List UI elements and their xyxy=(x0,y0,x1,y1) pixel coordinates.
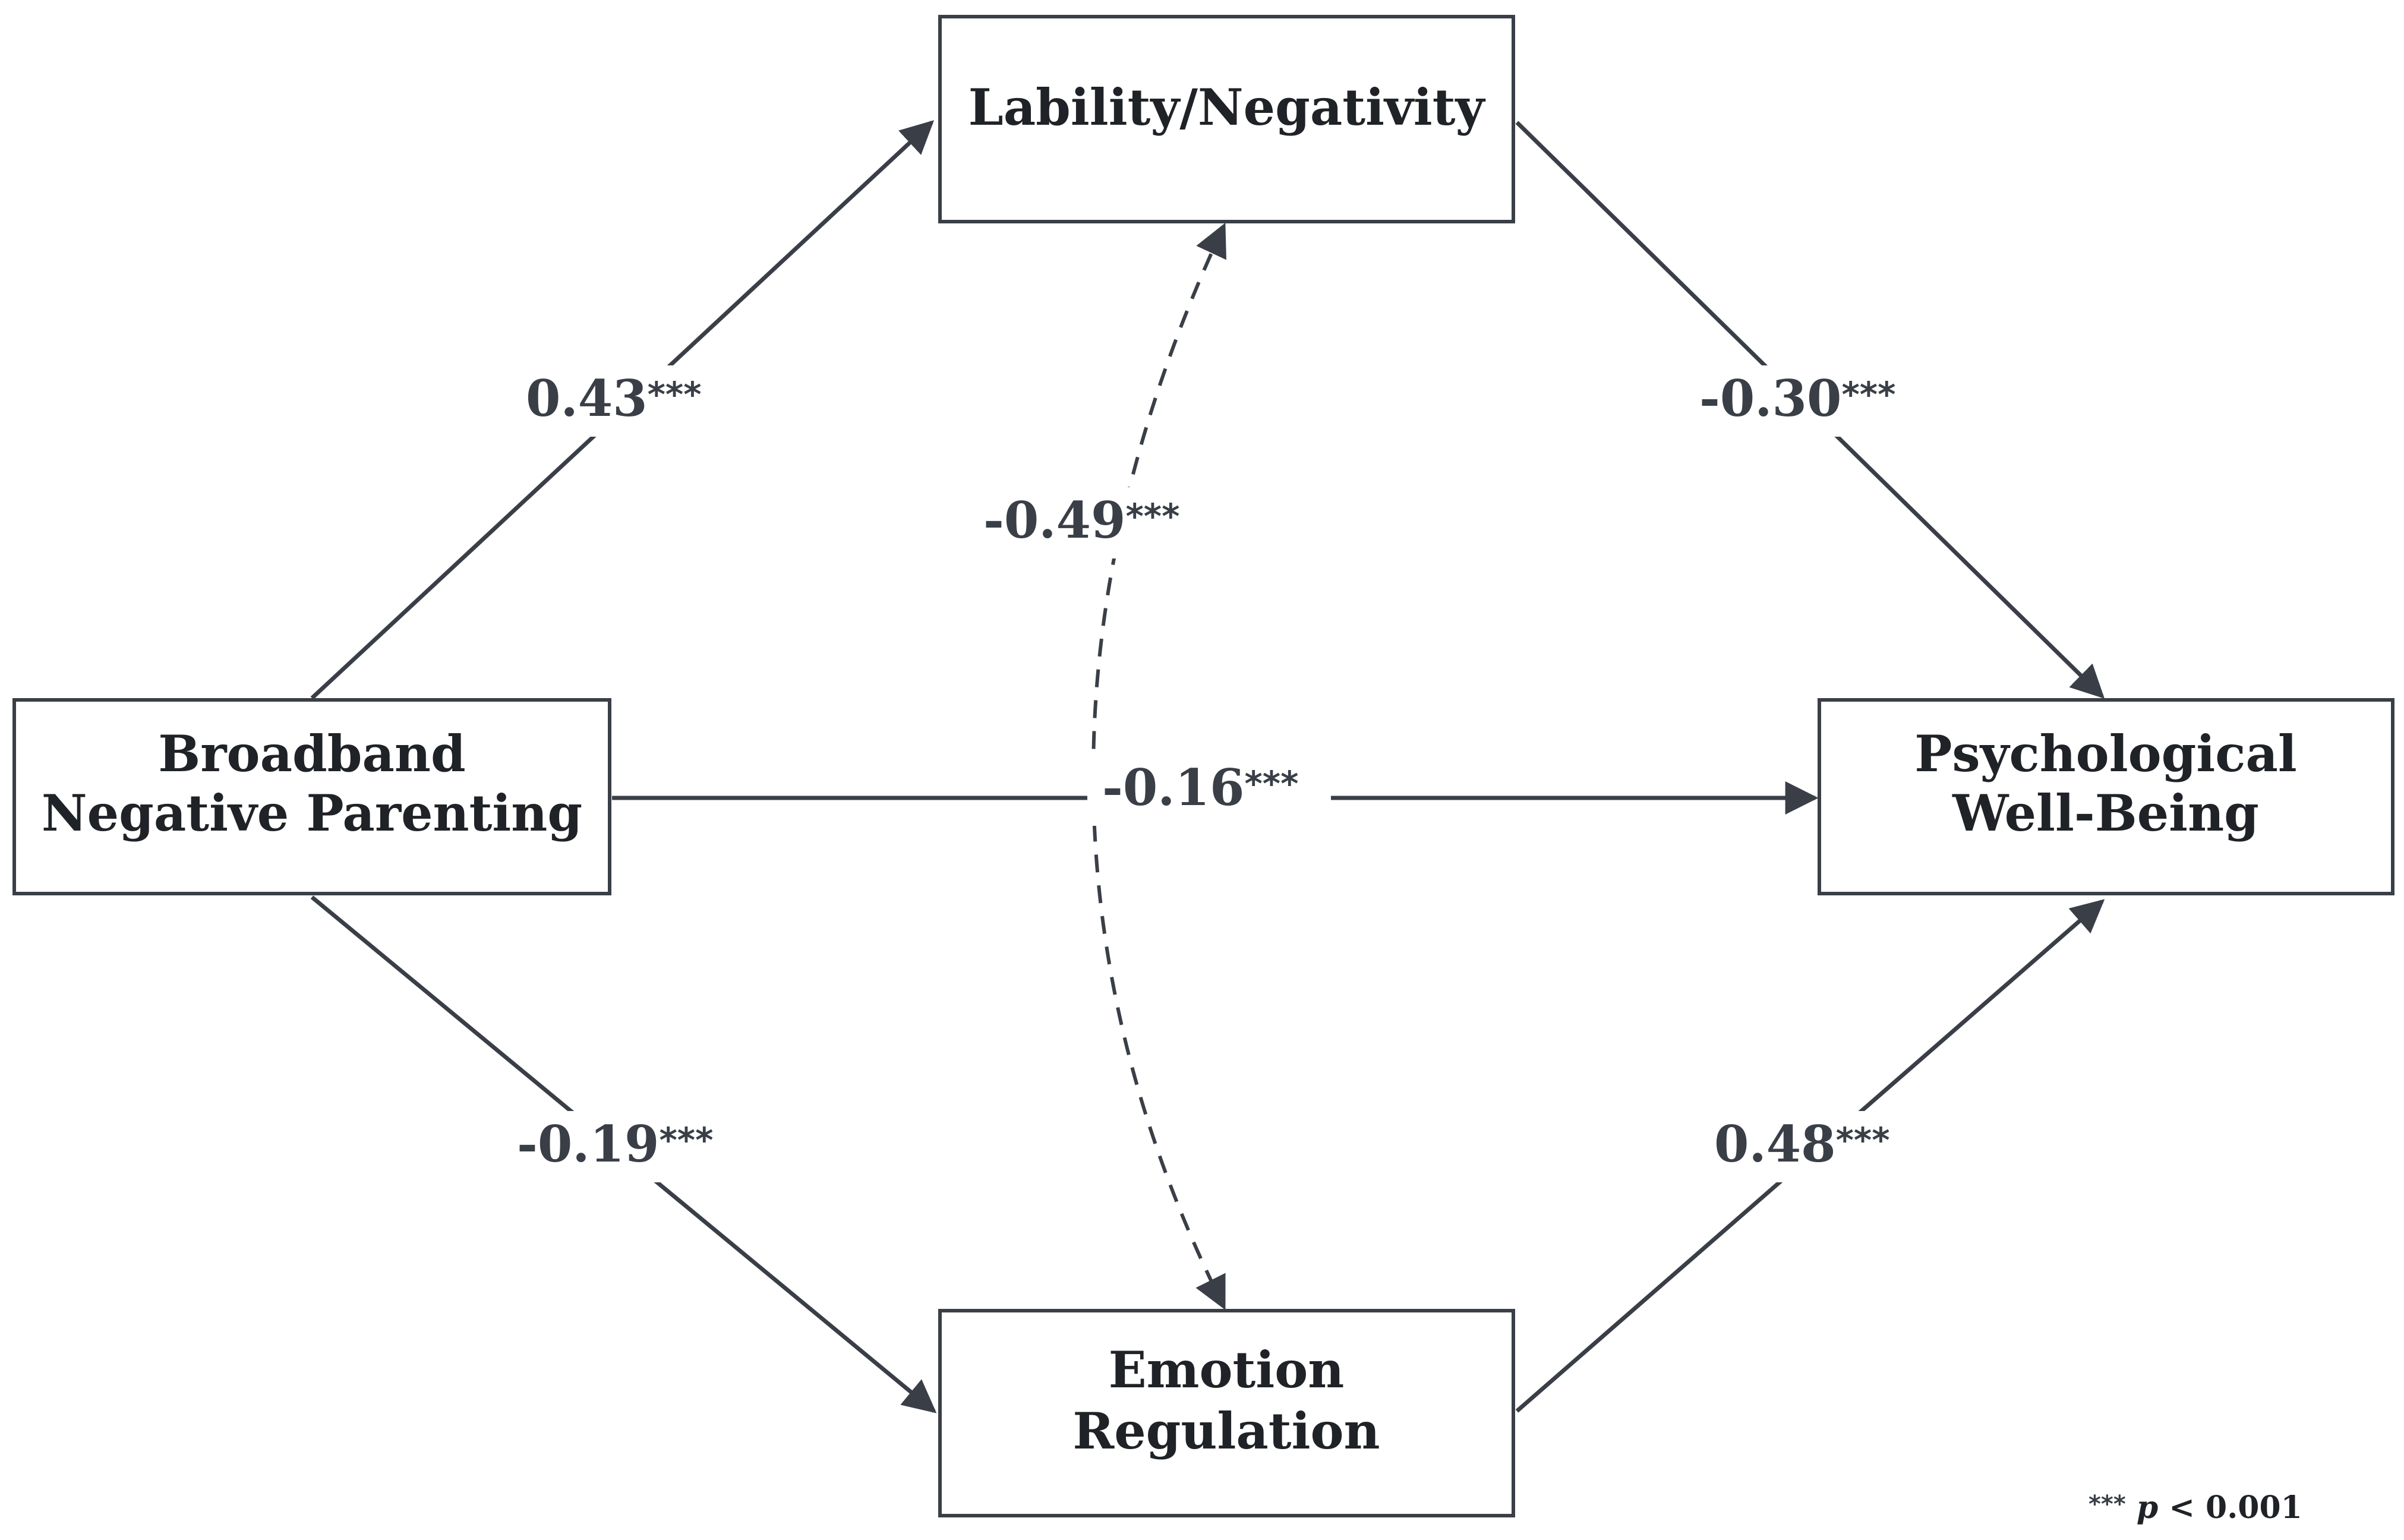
label-backing xyxy=(1690,365,1928,437)
node-box xyxy=(938,15,1515,223)
node-box xyxy=(938,1309,1515,1517)
significance-stars: *** xyxy=(648,374,702,415)
svg-text:0.43***: 0.43*** xyxy=(526,369,702,428)
coef-label-lability-emotion-covariance: -0.49*** xyxy=(974,487,1224,558)
node-box xyxy=(12,698,611,895)
label-backing xyxy=(511,365,731,437)
node-label-line1: Psychological xyxy=(1914,724,2297,783)
node-lability-negativity: Lability/Negativity xyxy=(938,15,1515,223)
svg-text:-0.16***: -0.16*** xyxy=(1102,758,1298,817)
node-label-line2: Well-Being xyxy=(1952,784,2259,842)
node-label-line2: Regulation xyxy=(1072,1402,1380,1460)
coef-value: -0.19 xyxy=(517,1115,659,1173)
coef-value: 0.43 xyxy=(526,369,648,428)
node-broadband-negative-parenting: Broadband Negative Parenting xyxy=(12,698,611,895)
label-backing xyxy=(1702,1111,1922,1182)
significance-note: *** p < 0.001 xyxy=(2088,1489,2302,1526)
svg-text:0.48***: 0.48*** xyxy=(1714,1115,1890,1173)
note-threshold: < 0.001 xyxy=(2158,1489,2302,1526)
node-emotion-regulation: Emotion Regulation xyxy=(938,1309,1515,1517)
coef-label-emotion-to-wellbeing: 0.48*** xyxy=(1702,1111,1922,1182)
svg-text:-0.49***: -0.49*** xyxy=(983,491,1179,550)
node-label-line1: Emotion xyxy=(1109,1340,1345,1399)
coef-label-parenting-to-emotion: -0.19*** xyxy=(511,1111,749,1182)
note-stars: *** xyxy=(2088,1491,2126,1518)
coef-label-parenting-to-wellbeing: -0.16*** xyxy=(1087,755,1331,826)
coef-label-parenting-to-lability: 0.43*** xyxy=(511,365,731,437)
svg-text:-0.19***: -0.19*** xyxy=(517,1115,713,1173)
coef-value: 0.48 xyxy=(1714,1115,1836,1173)
label-backing xyxy=(974,487,1224,558)
significance-stars: *** xyxy=(659,1120,713,1160)
note-p: p xyxy=(2137,1489,2158,1526)
coef-value: -0.49 xyxy=(983,491,1125,550)
significance-stars: *** xyxy=(1244,763,1298,804)
node-label-line1: Broadband xyxy=(158,724,465,783)
label-backing xyxy=(511,1111,749,1182)
significance-stars: *** xyxy=(1125,496,1179,537)
node-label-line2: Negative Parenting xyxy=(42,784,582,842)
label-backing xyxy=(1087,755,1331,826)
node-label: Lability/Negativity xyxy=(968,78,1486,137)
svg-text:-0.30***: -0.30*** xyxy=(1699,369,1895,428)
node-psychological-well-being: Psychological Well-Being xyxy=(1818,698,2394,895)
significance-stars: *** xyxy=(1836,1120,1890,1160)
significance-stars: *** xyxy=(1841,374,1895,415)
coef-value: -0.30 xyxy=(1699,369,1841,428)
coef-label-lability-to-wellbeing: -0.30*** xyxy=(1690,365,1928,437)
coef-value: -0.16 xyxy=(1102,758,1244,817)
node-box xyxy=(1818,698,2394,895)
